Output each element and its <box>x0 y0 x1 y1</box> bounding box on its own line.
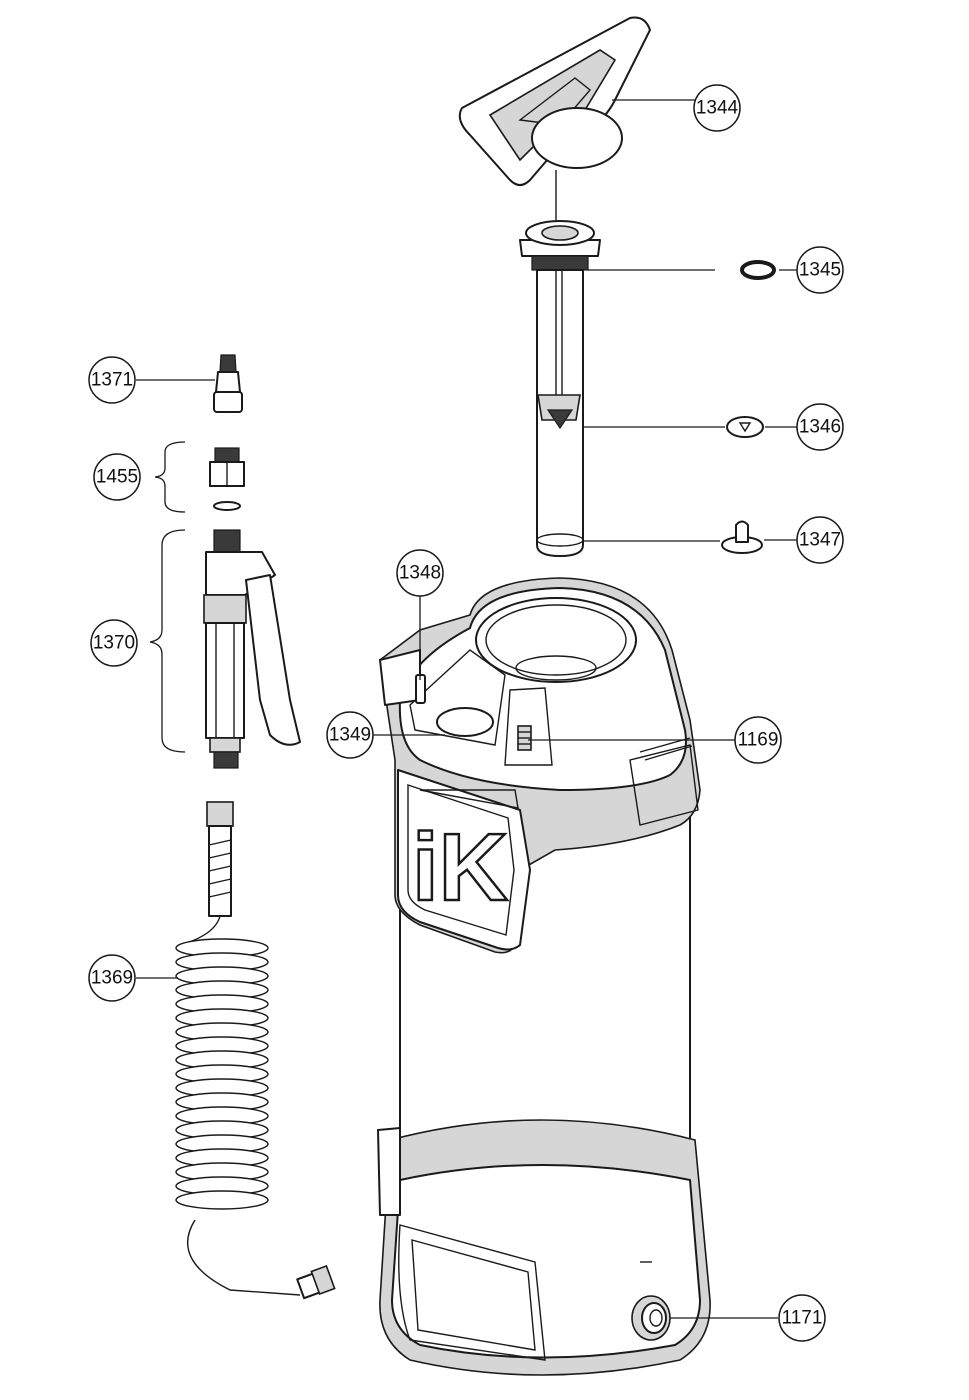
callout-label: 1346 <box>799 417 841 438</box>
valve-plug <box>721 520 763 554</box>
callout-1344: 1344 <box>693 84 741 132</box>
callout-label: 1370 <box>93 633 135 654</box>
hose-coil <box>175 1190 269 1210</box>
callout-label: 1171 <box>782 1308 823 1329</box>
callout-label: 1455 <box>96 467 138 488</box>
outlet-valve <box>631 1295 671 1341</box>
o-ring <box>740 260 776 280</box>
callout-label: 1369 <box>91 968 133 989</box>
nozzle <box>213 354 243 413</box>
callout-1169: 1169 <box>734 716 782 764</box>
callout-label: 1344 <box>696 98 739 119</box>
callout-1369: 1369 <box>88 954 136 1002</box>
bracket-1455 <box>154 441 186 513</box>
callout-label: 1347 <box>799 530 841 551</box>
adapter-1455 <box>209 447 245 511</box>
leader-lines <box>136 99 797 1319</box>
callout-1347: 1347 <box>796 516 844 564</box>
callout-1348: 1348 <box>396 549 444 597</box>
callout-1349: 1349 <box>326 711 374 759</box>
bracket-1370 <box>149 529 186 753</box>
coiled-hose <box>175 801 336 1300</box>
pump-cylinder <box>519 170 601 557</box>
callout-label: 1345 <box>799 260 841 281</box>
valve-disc <box>726 416 764 438</box>
callout-1345: 1345 <box>796 246 844 294</box>
brand-logo: iK <box>412 814 508 921</box>
callout-1370: 1370 <box>90 619 138 667</box>
callout-label: 1371 <box>91 370 133 391</box>
pump-handle <box>458 16 651 186</box>
spray-gun <box>203 529 301 769</box>
callout-label: 1349 <box>329 725 371 746</box>
callout-label: 1169 <box>738 730 779 751</box>
callout-label: 1348 <box>399 563 441 584</box>
callout-1455: 1455 <box>93 453 141 501</box>
callout-1371: 1371 <box>88 356 136 404</box>
callout-1346: 1346 <box>796 403 844 451</box>
callout-1171: 1171 <box>778 1294 826 1342</box>
